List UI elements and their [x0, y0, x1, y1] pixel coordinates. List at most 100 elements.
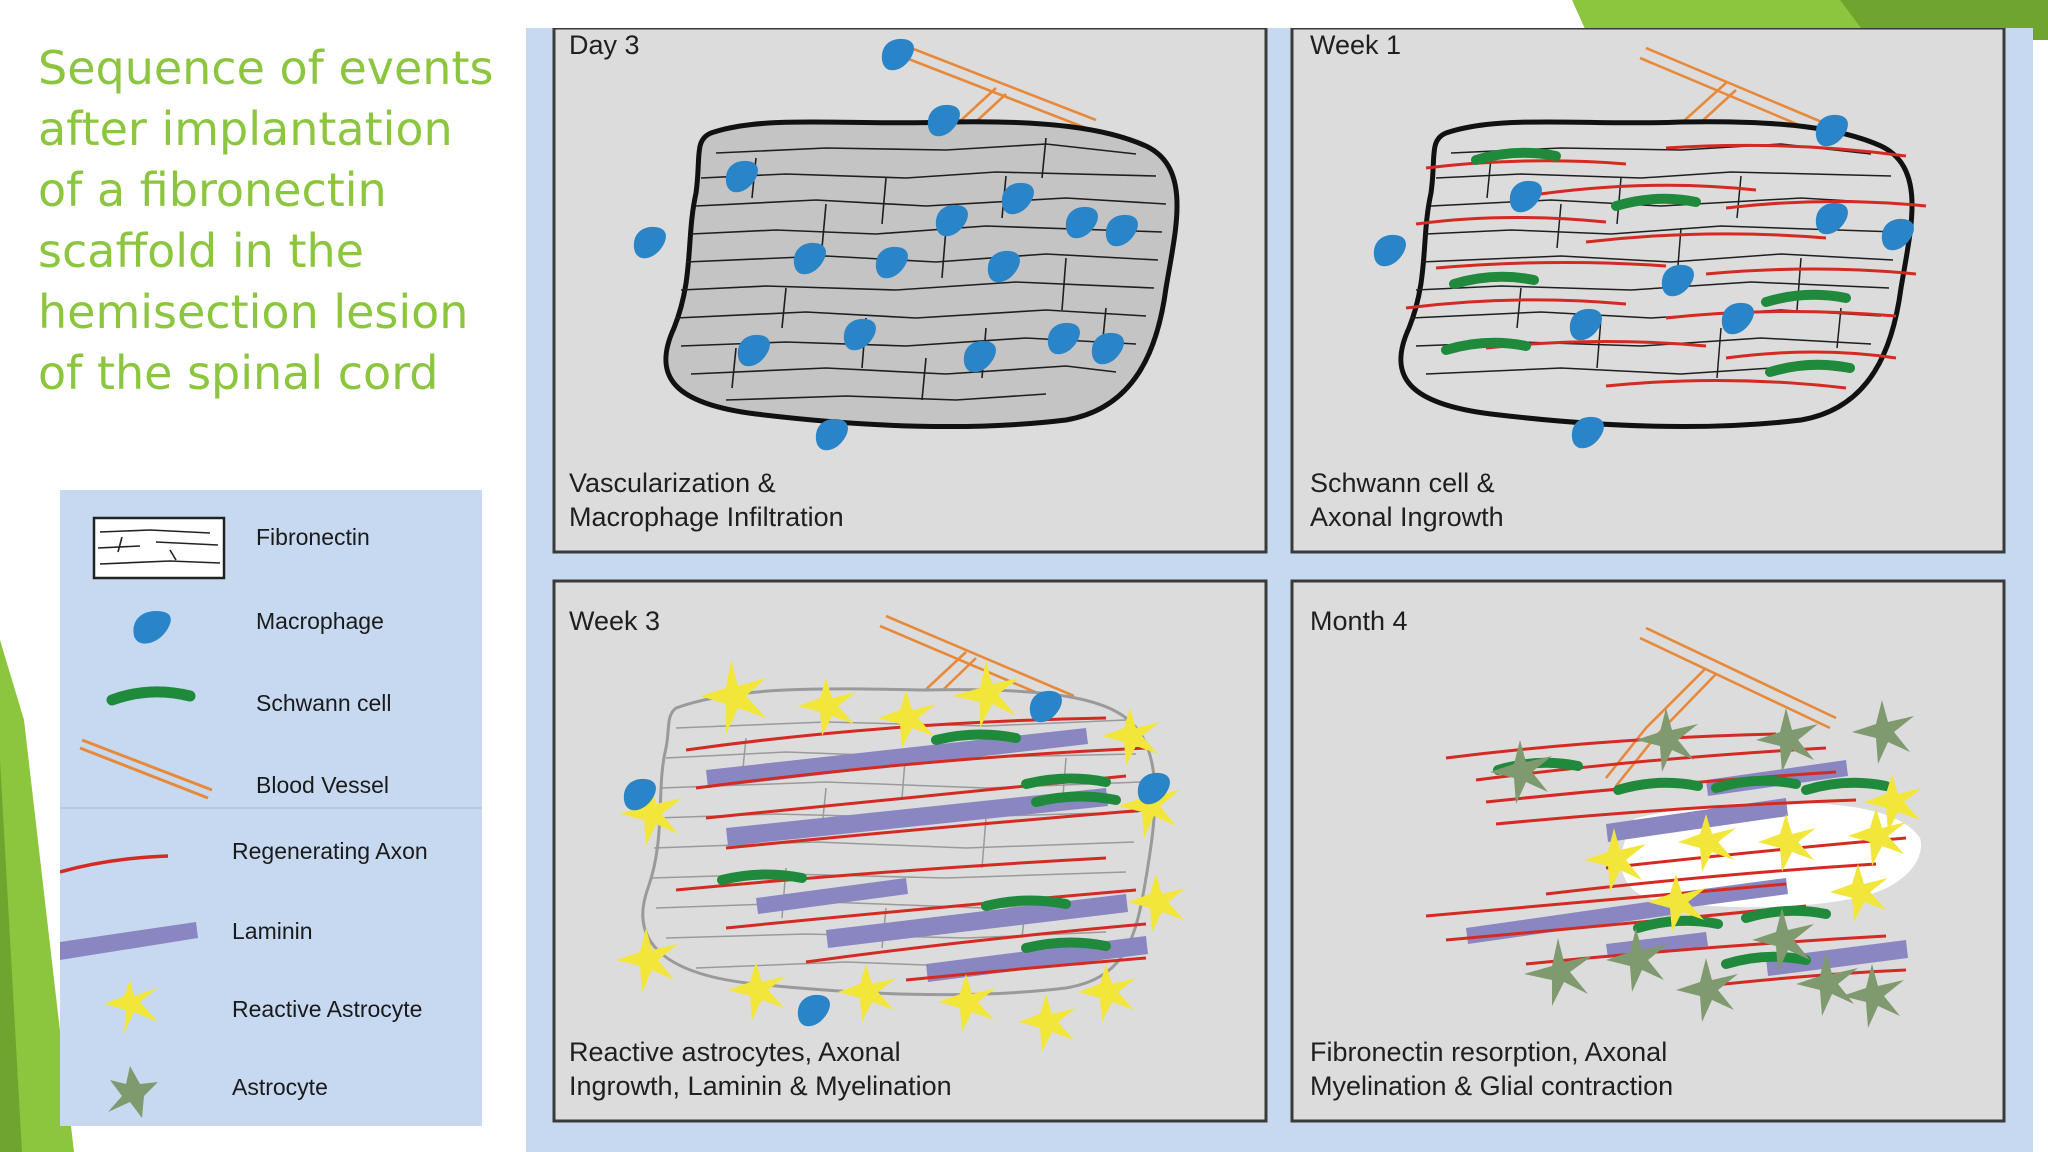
- regenerating-axon-icon: [60, 854, 169, 874]
- macrophage-icon: [815, 418, 848, 451]
- legend-label: Macrophage: [256, 608, 384, 634]
- panel-border: [552, 579, 1268, 1123]
- reactive-astrocyte-icon: [878, 690, 936, 748]
- caption-line: Ingrowth, Laminin & Myelination: [569, 1071, 952, 1101]
- panel-caption-week3: Reactive astrocytes, Axonal Ingrowth, La…: [569, 1035, 952, 1103]
- reactive-astrocyte-icon: [1584, 828, 1646, 892]
- astrocyte-icon: [1852, 700, 1914, 764]
- legend-label: Fibronectin: [256, 524, 370, 550]
- week3-macrophages: [623, 690, 1170, 1027]
- macrophage-icon: [881, 38, 914, 71]
- legend-label: Reactive Astrocyte: [232, 996, 423, 1022]
- day3-scaffold: [663, 119, 1180, 430]
- schwann-cell-icon: [1741, 905, 1831, 923]
- reactive-astrocyte-icon: [798, 678, 856, 736]
- macrophage-icon: [1105, 214, 1138, 247]
- reactive-astrocyte-icon: [1648, 874, 1706, 932]
- caption-line: Axonal Ingrowth: [1310, 502, 1504, 532]
- schwann-cell-icon: [1021, 773, 1111, 789]
- panel-border: [552, 28, 1268, 554]
- astrocyte-icon: [108, 1066, 158, 1118]
- fibronectin-icon: [92, 516, 226, 580]
- month4-reactive-astrocytes: [1584, 774, 1922, 932]
- week1-macrophages: [1373, 114, 1914, 449]
- reactive-astrocyte-icon: [1018, 994, 1076, 1052]
- legend-label: Blood Vessel: [256, 772, 389, 798]
- macrophage-icon: [927, 104, 960, 137]
- week1-regenerating-axons: [1405, 143, 1927, 390]
- macrophage-icon: [133, 611, 171, 644]
- caption-line: Myelination & Glial contraction: [1310, 1071, 1674, 1101]
- reactive-astrocyte-icon: [616, 928, 678, 992]
- macrophage-icon: [1047, 322, 1080, 355]
- day3-fibronectin-fibers: [675, 137, 1167, 401]
- macrophage-icon: [1509, 180, 1542, 213]
- reactive-astrocyte-icon: [1678, 814, 1736, 872]
- caption-line: Fibronectin resorption, Axonal: [1310, 1037, 1668, 1067]
- macrophage-icon: [1065, 206, 1098, 239]
- astrocyte-icon: [1524, 938, 1592, 1006]
- macrophage-icon: [875, 246, 908, 279]
- macrophage-icon: [1029, 690, 1062, 723]
- legend-label: Schwann cell: [256, 690, 392, 716]
- macrophage-icon: [793, 242, 826, 275]
- panel-caption-day3: Vascularization & Macrophage Infiltratio…: [569, 466, 844, 534]
- reactive-astrocyte-icon: [938, 974, 996, 1032]
- reactive-astrocyte-icon: [1128, 874, 1186, 932]
- laminin-icon: [756, 878, 908, 914]
- caption-line: Vascularization &: [569, 468, 776, 498]
- macrophage-icon: [1661, 264, 1694, 297]
- macrophage-icon: [1881, 218, 1914, 251]
- macrophage-icon: [1091, 332, 1124, 365]
- schwann-cell-icon: [717, 869, 807, 885]
- laminin-icon: [826, 894, 1128, 948]
- schwann-cell-icon: [1765, 359, 1855, 377]
- astrocyte-icon: [1796, 952, 1858, 1016]
- panel-border: [1290, 579, 2006, 1123]
- macrophage-icon: [963, 340, 996, 373]
- macrophage-icon: [843, 318, 876, 351]
- macrophage-icon: [935, 204, 968, 237]
- legend-panel: [60, 490, 482, 1126]
- laminin-icon: [60, 922, 198, 960]
- reactive-astrocyte-icon: [1830, 864, 1888, 922]
- reactive-astrocyte-icon: [1758, 814, 1816, 872]
- figure-panels: [526, 28, 2033, 1152]
- schwann-cell-icon: [1031, 791, 1121, 807]
- reactive-astrocyte-icon: [1102, 708, 1160, 766]
- macrophage-icon: [1373, 234, 1406, 267]
- legend-label: Astrocyte: [232, 1074, 328, 1100]
- laminin-icon: [706, 728, 1088, 788]
- macrophage-icon: [623, 778, 656, 811]
- legend-label: Laminin: [232, 918, 313, 944]
- reactive-astrocyte-icon: [1118, 774, 1180, 838]
- panel-title-month4: Month 4: [1310, 606, 1408, 636]
- laminin-icon: [1606, 798, 1788, 842]
- schwann-cell-icon: [1633, 915, 1723, 933]
- schwann-cell-icon: [1611, 193, 1701, 211]
- schwann-cell-icon: [931, 729, 1021, 745]
- title-line: of the spinal cord: [38, 346, 439, 400]
- astrocyte-icon: [1842, 964, 1904, 1028]
- reactive-astrocyte-icon: [728, 962, 786, 1020]
- accent-triangle-left: [0, 640, 74, 1152]
- caption-line: Schwann cell &: [1310, 468, 1495, 498]
- astrocyte-icon: [1756, 708, 1818, 772]
- schwann-cell-icon: [1721, 951, 1811, 969]
- caption-line: Reactive astrocytes, Axonal: [569, 1037, 901, 1067]
- legend-label: Regenerating Axon: [232, 838, 428, 864]
- macrophage-icon: [1137, 772, 1170, 805]
- macrophage-icon: [797, 994, 830, 1027]
- day3-macrophages: [633, 38, 1138, 451]
- schwann-cell-icon: [981, 895, 1071, 911]
- panel-title-day3: Day 3: [569, 30, 640, 60]
- macrophage-icon: [1569, 308, 1602, 341]
- panel-caption-week1: Schwann cell & Axonal Ingrowth: [1310, 466, 1504, 534]
- schwann-cell-icon: [1021, 937, 1111, 953]
- schwann-cell-icon: [1801, 777, 1891, 795]
- macrophage-icon: [725, 160, 758, 193]
- panel-caption-month4: Fibronectin resorption, Axonal Myelinati…: [1310, 1035, 1673, 1103]
- reactive-astrocyte-icon: [620, 782, 682, 846]
- astrocyte-icon: [1490, 740, 1552, 804]
- schwann-cell-icon: [1449, 271, 1539, 289]
